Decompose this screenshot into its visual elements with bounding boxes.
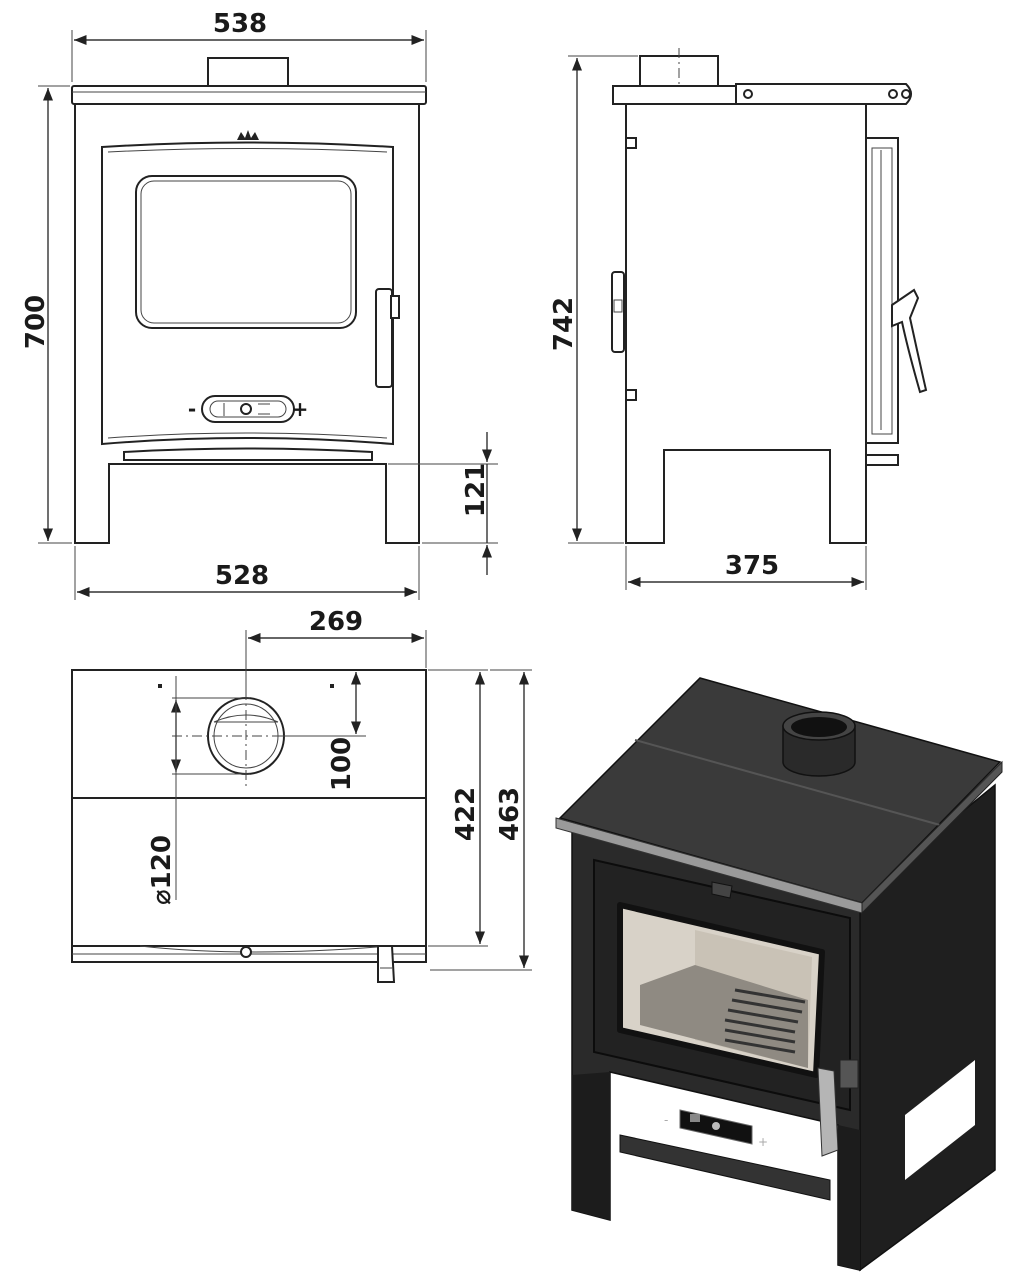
side-door-profile	[865, 137, 899, 444]
dim-front-height: 700	[21, 295, 51, 349]
render-air-plus: +	[758, 1135, 768, 1149]
dim-flue-offset-y: 100	[327, 737, 357, 791]
side-rear-bolt-bottom	[625, 389, 637, 401]
top-door-knob	[240, 946, 252, 958]
render-ash-lip	[619, 1134, 831, 1201]
side-handle-profile	[891, 288, 928, 394]
side-view: 742 375	[549, 48, 928, 590]
side-body	[625, 103, 867, 544]
dim-flue-diameter: 120	[147, 835, 177, 889]
top-front-plate	[71, 797, 427, 947]
render-front-right-leg	[838, 1125, 860, 1270]
render-flue-collar	[782, 711, 856, 777]
air-minus-label: -	[188, 397, 196, 421]
render-firebox-floor	[640, 965, 808, 1068]
top-view: 269 100 ⌀120 422 463	[71, 607, 532, 983]
render-air-minus: -	[664, 1113, 668, 1127]
render-top-plate-seam	[634, 739, 941, 826]
dim-front-width-base: 528	[215, 561, 269, 591]
dim-front-width-top: 538	[213, 9, 267, 39]
top-bolt-left	[158, 684, 162, 688]
side-rear-bolt-top	[625, 137, 637, 149]
diameter-symbol: ⌀	[147, 889, 177, 905]
top-handle-plan	[377, 945, 396, 983]
dim-side-height: 742	[549, 297, 579, 351]
render-door-handle	[817, 1067, 839, 1157]
render-grate	[724, 988, 806, 1054]
dim-flue-diameter-group: ⌀120	[147, 835, 177, 905]
crown-logo-icon	[237, 130, 259, 140]
front-glass-window	[135, 175, 357, 329]
render-door-latch	[711, 881, 733, 899]
side-ash-lip	[865, 454, 899, 466]
dim-side-depth: 375	[725, 551, 779, 581]
front-top-plate	[71, 85, 427, 105]
render-side-edge	[861, 760, 1003, 915]
front-view: - + 538 700 528 121	[21, 9, 498, 600]
render-air-control	[679, 1109, 753, 1145]
dim-leg-height: 121	[461, 463, 491, 517]
front-flue-collar	[207, 57, 289, 87]
dim-flue-offset-x: 269	[309, 607, 363, 637]
front-air-control	[201, 395, 295, 423]
render-front-left-leg	[572, 1072, 610, 1220]
stove-3d-render: - +	[555, 677, 1003, 1272]
front-ash-lip	[123, 447, 373, 461]
dim-top-depth-total: 463	[495, 787, 525, 841]
front-door-handle	[375, 288, 393, 388]
render-right-leg-gap	[905, 1060, 975, 1180]
side-rail-bar	[735, 83, 912, 105]
air-plus-label: +	[292, 397, 309, 421]
front-handle-hinge	[390, 295, 400, 319]
top-bolt-right	[330, 684, 334, 688]
render-handle-hinge	[839, 1059, 859, 1089]
dim-top-depth-body: 422	[451, 787, 481, 841]
